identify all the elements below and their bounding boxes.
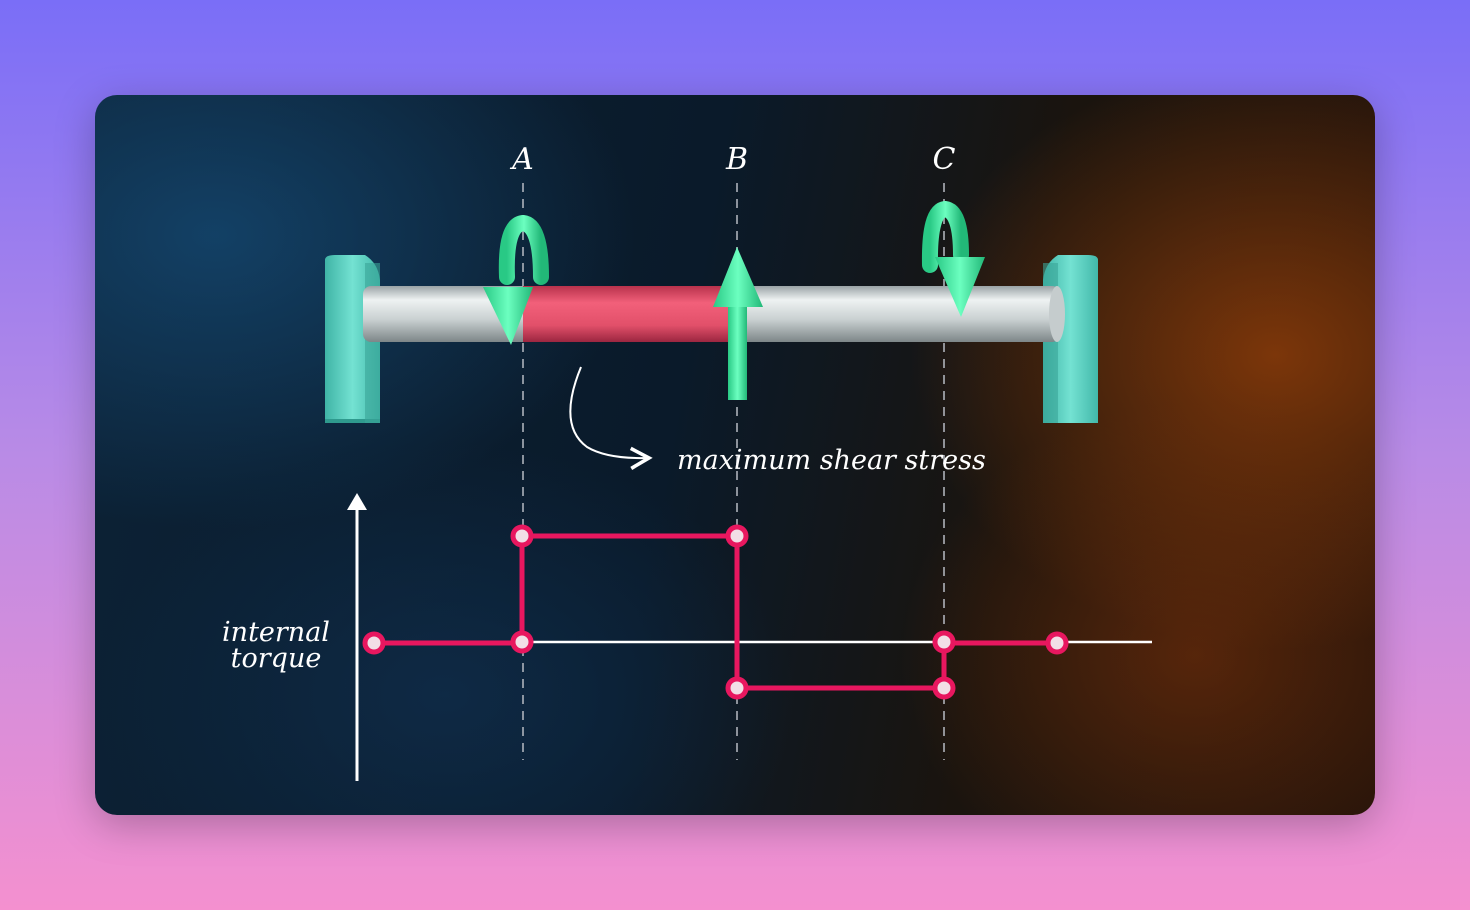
torque-arrow-c-icon <box>921 200 985 317</box>
annotation-text: maximum shear stress <box>677 445 986 476</box>
diagram-card: A B C <box>95 95 1375 815</box>
axis-label-line2: torque <box>231 643 322 674</box>
torsion-diagram: A B C <box>222 142 1152 781</box>
node-b-high <box>725 524 749 548</box>
diagram-nodes <box>362 524 1069 700</box>
node-left-end <box>362 631 386 655</box>
node-right-end <box>1045 631 1069 655</box>
torque-axis <box>347 493 367 781</box>
node-a-low <box>510 630 534 654</box>
torque-step-line <box>374 533 1057 691</box>
axis-label-line1: internal <box>222 617 330 648</box>
node-c-base <box>932 630 956 654</box>
shaft-stressed-segment <box>523 286 737 342</box>
node-a-high <box>510 524 534 548</box>
torque-arrow-a-icon <box>483 214 549 345</box>
node-b-low <box>725 676 749 700</box>
section-label-a: A <box>509 142 534 177</box>
section-label-b: B <box>725 142 748 177</box>
section-label-c: C <box>933 142 956 177</box>
torque-arrow-b-icon <box>713 247 763 400</box>
annotation-arrow-icon <box>569 366 653 470</box>
node-c-low <box>932 676 956 700</box>
